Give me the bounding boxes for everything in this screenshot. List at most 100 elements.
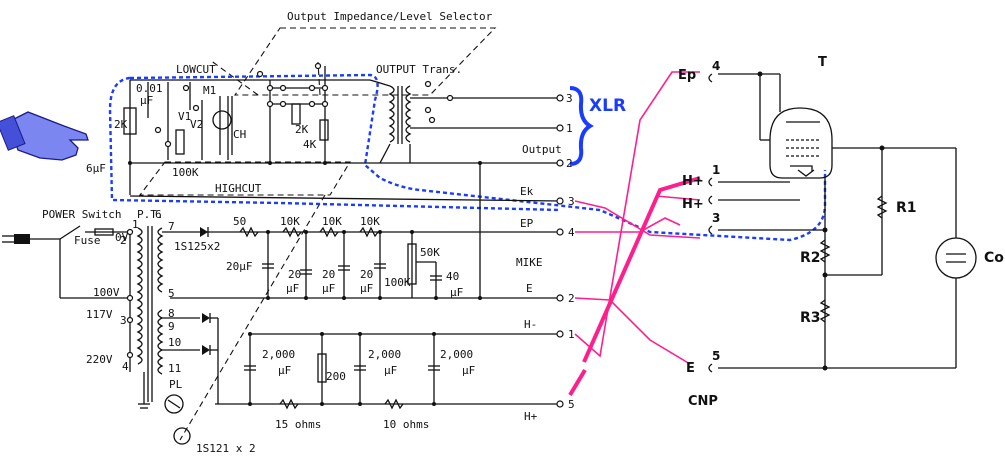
rpin-hp1: H+ <box>682 174 704 189</box>
v100-label: 100V <box>93 286 120 299</box>
c20-2-label: 20 <box>288 268 301 281</box>
rpin-hp2: H+ <box>682 197 704 212</box>
out-hm: H- <box>524 318 537 331</box>
c001-unit: μF <box>140 94 153 107</box>
mike-label: MIKE <box>516 256 543 269</box>
r10k-3-label: 10K <box>360 215 380 228</box>
out-n4: 4 <box>568 226 575 239</box>
pilot-lamp-icon <box>164 394 184 414</box>
pt-label: P.T. <box>137 208 164 221</box>
pin-5: 5 <box>168 287 175 300</box>
v220-label: 220V <box>86 353 113 366</box>
pin-11: 11 <box>168 362 181 375</box>
c20-4-label: 20 <box>360 268 373 281</box>
r50-label: 50 <box>233 215 246 228</box>
r3-label: R3 <box>800 310 821 326</box>
crossover-wire-3 <box>574 297 691 365</box>
c2000-2-label: 2,000 <box>368 348 401 361</box>
rpin-e: E <box>686 361 695 376</box>
crossover-wire-2 <box>574 200 701 239</box>
r2k-b-label: 2K <box>295 123 309 136</box>
out-n5: 5 <box>568 398 575 411</box>
pl-label: PL <box>169 378 183 391</box>
pin-3: 3 <box>120 314 127 327</box>
uF-40-label: μF <box>450 286 463 299</box>
v0-label: 0V <box>115 231 129 244</box>
r200-label: 200 <box>326 370 346 383</box>
r100k-b-label: 100K <box>384 276 411 289</box>
c20-3-label: 20 <box>322 268 335 281</box>
fuse-label: Fuse <box>74 234 101 247</box>
vacuum-tube-icon <box>769 107 833 179</box>
r2k-a-label: 2K <box>114 118 128 131</box>
r10-label: 10 ohms <box>383 418 429 431</box>
uF-3-label: μF <box>322 282 335 295</box>
out-n3: 3 <box>568 195 575 208</box>
xlr-brace <box>569 86 594 166</box>
pin-10: 10 <box>168 336 181 349</box>
out-ep: EP <box>520 217 534 230</box>
xlr-label: XLR <box>589 96 626 116</box>
cnp-label: CNP <box>688 394 718 409</box>
diode2-label: 1S121 x 2 <box>196 442 256 455</box>
diode1-label: 1S125x2 <box>174 240 220 253</box>
rpin-n3: 3 <box>712 211 720 225</box>
m1-label: M1 <box>203 84 216 97</box>
tube-label: T <box>818 55 827 70</box>
r100k-a-label: 100K <box>172 166 199 179</box>
c6uf-label: 6μF <box>86 162 106 175</box>
xlr-terminal-1 <box>556 124 564 132</box>
uF-2-label: μF <box>286 282 299 295</box>
power-switch-label: POWER Switch <box>42 208 121 221</box>
out-e: E <box>526 282 533 295</box>
r15-label: 15 ohms <box>275 418 321 431</box>
pin-7: 7 <box>168 220 175 233</box>
v1-label: V1 <box>178 110 191 123</box>
highcut-label: HIGHCUT <box>215 182 262 195</box>
r10k-2-label: 10K <box>322 215 342 228</box>
xlr-pin-2: 2 <box>566 157 573 170</box>
c40-label: 40 <box>446 270 459 283</box>
uF-2000-2: μF <box>384 364 397 377</box>
out-n1: 1 <box>568 328 575 341</box>
ch-label: CH <box>233 128 246 141</box>
xlr-terminal-2 <box>556 159 564 167</box>
uF-4-label: μF <box>360 282 373 295</box>
r2-label: R2 <box>800 250 821 266</box>
xlr-pin-3: 3 <box>566 92 573 105</box>
output-label: Output <box>522 143 562 156</box>
r1-label: R1 <box>896 200 917 216</box>
pin-8: 8 <box>168 307 175 320</box>
co-capacitor-icon <box>935 237 977 279</box>
selector-box <box>233 27 497 96</box>
crossover-wire-1 <box>575 217 681 233</box>
output-section-outline <box>108 73 827 242</box>
v2-label: V2 <box>190 118 203 131</box>
co-label: Co <box>984 250 1004 266</box>
rpin-n1: 1 <box>712 163 720 177</box>
xlr-terminal-3 <box>556 94 564 102</box>
selector-title: Output Impedance/Level Selector <box>287 10 493 23</box>
c20uf-1-label: 20μF <box>226 260 253 273</box>
pin-4: 4 <box>122 360 129 373</box>
pin-6: 6 <box>155 208 162 221</box>
rpin-ep: Ep <box>678 68 696 83</box>
pointing-hand-icon <box>0 111 89 161</box>
r50k-label: 50K <box>420 246 440 259</box>
power-plug-icon <box>2 234 30 244</box>
r4k-label: 4K <box>303 138 317 151</box>
pin-1: 1 <box>132 218 139 231</box>
v117-label: 117V <box>86 308 113 321</box>
r10k-1-label: 10K <box>280 215 300 228</box>
crossover-bus <box>582 176 701 363</box>
c001-label: 0.01 <box>136 82 163 95</box>
pin-9: 9 <box>168 320 175 333</box>
rpin-n5: 5 <box>712 349 720 363</box>
output-trans-label: OUTPUT Trans. <box>376 63 462 76</box>
uF-2000-1: μF <box>278 364 291 377</box>
out-ek: Ek <box>520 185 534 198</box>
out-n2: 2 <box>568 292 575 305</box>
c2000-1-label: 2,000 <box>262 348 295 361</box>
out-hp: H+ <box>524 410 538 423</box>
